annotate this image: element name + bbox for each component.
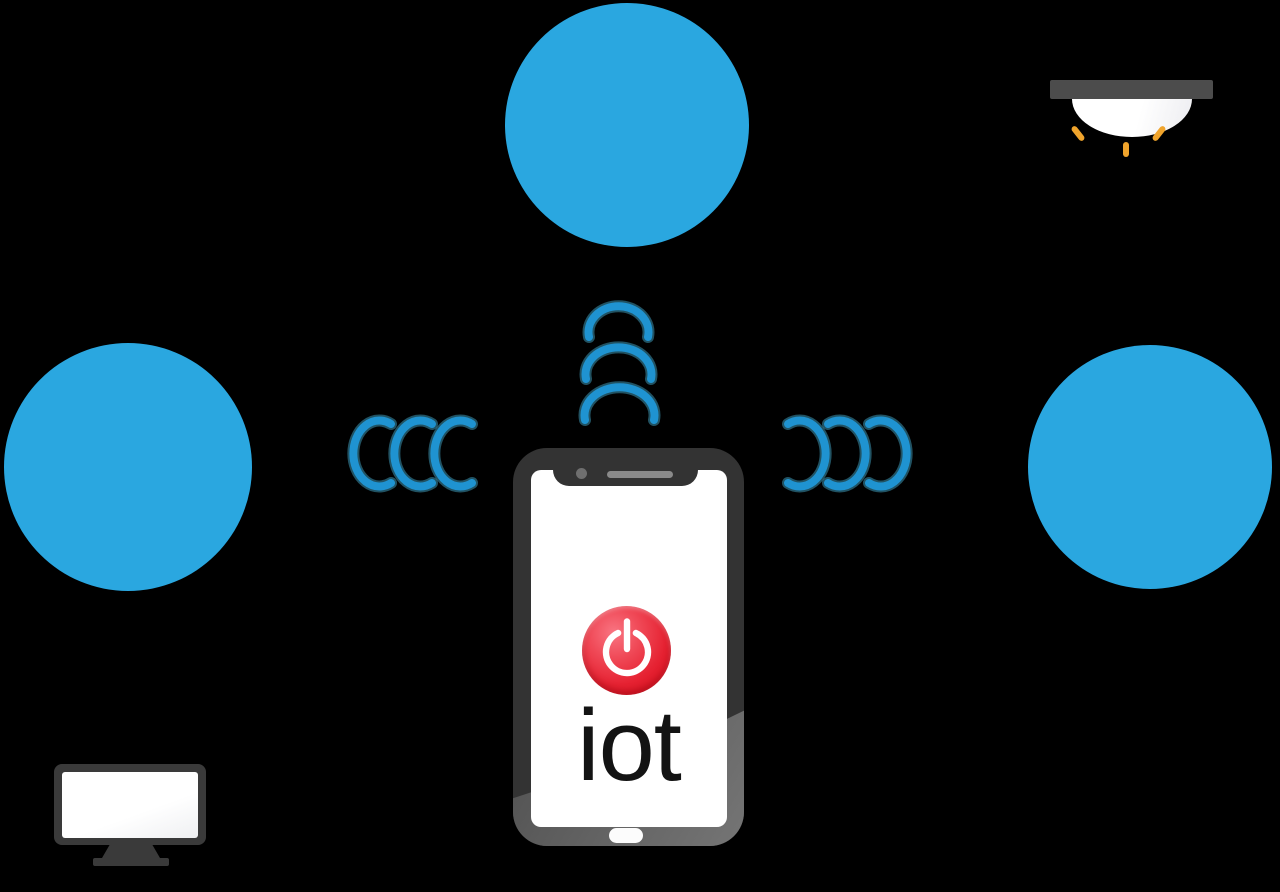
iot-label: iot xyxy=(577,690,682,802)
monitor-stand xyxy=(102,845,160,858)
light-fixture-bar xyxy=(1050,80,1213,99)
smartphone: iot xyxy=(513,448,744,846)
waves-to-washer-icon xyxy=(782,414,913,493)
power-icon xyxy=(602,618,652,677)
device-circle-washer xyxy=(1028,345,1272,589)
waves-to-light-icon xyxy=(578,300,661,426)
waves-to-monitor-icon xyxy=(347,414,478,493)
phone-notch xyxy=(553,448,698,486)
light-ray-icon xyxy=(1070,124,1086,143)
speaker-icon xyxy=(607,471,673,478)
device-circle-light xyxy=(505,3,1213,247)
monitor-base xyxy=(93,858,169,866)
light-bulb-dome xyxy=(1072,99,1192,137)
power-button xyxy=(582,606,671,695)
iot-illustration: iot xyxy=(4,3,1272,866)
home-button xyxy=(609,828,643,843)
camera-icon xyxy=(576,468,587,479)
monitor-screen xyxy=(62,772,198,838)
light-ray-icon xyxy=(1123,142,1129,157)
device-circle-monitor xyxy=(4,343,252,866)
